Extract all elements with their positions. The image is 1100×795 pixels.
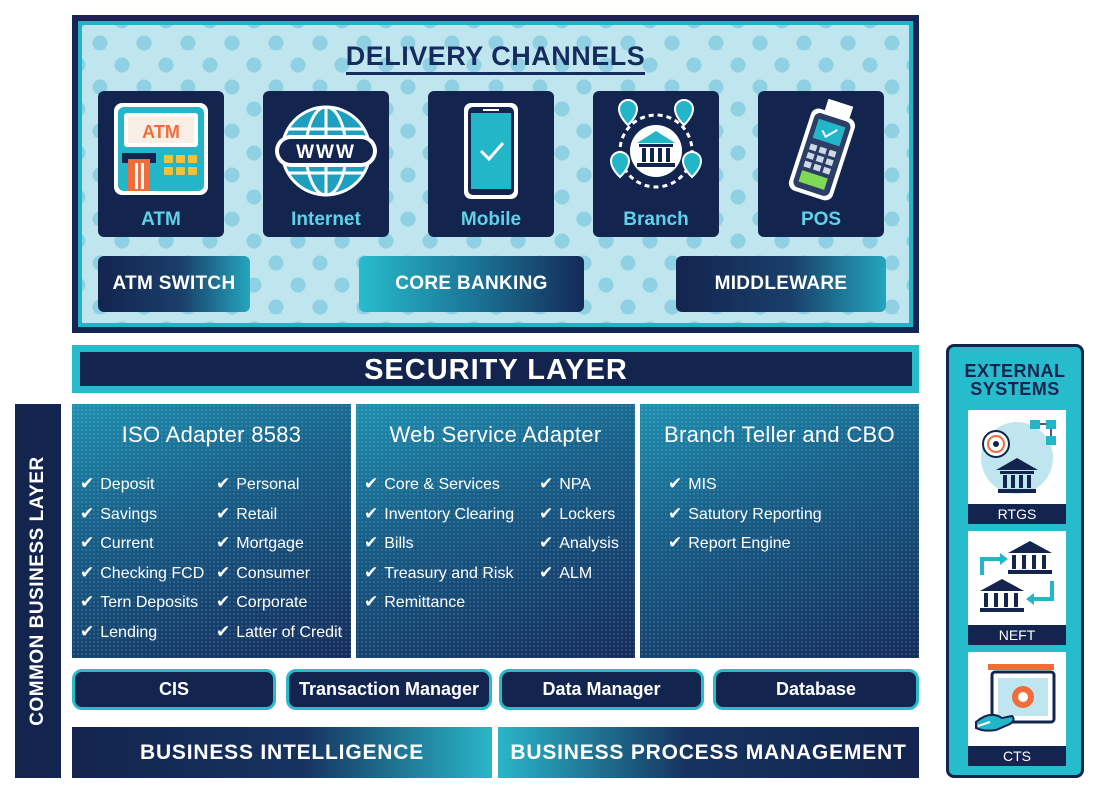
external-systems-panel: EXTERNAL SYSTEMS RTGS — [946, 344, 1084, 778]
list-item: Core & Services — [364, 474, 514, 504]
list-item: Satutory Reporting — [668, 504, 821, 534]
external-systems-title: EXTERNAL SYSTEMS — [964, 361, 1066, 399]
channel-label: Internet — [291, 209, 361, 230]
delivery-channels-panel: DELIVERY CHANNELS ATM ATM — [72, 15, 919, 333]
list-item: Personal — [216, 474, 342, 504]
channel-internet[interactable]: WWW Internet — [263, 91, 389, 237]
pos-terminal-icon — [788, 99, 856, 201]
channel-label: Branch — [623, 209, 689, 230]
middleware-box[interactable]: MIDDLEWARE — [676, 256, 886, 312]
list-item: Report Engine — [668, 533, 822, 563]
data-manager-box[interactable]: Data Manager — [499, 669, 704, 710]
iso-adapter-panel: ISO Adapter 8583 Deposit Savings Current… — [72, 404, 351, 658]
transaction-manager-box[interactable]: Transaction Manager — [286, 669, 492, 710]
list-item: Lockers — [539, 504, 619, 534]
iso-adapter-list-right: Personal Retail Mortgage Consumer Corpor… — [216, 474, 342, 651]
channel-label: ATM — [141, 209, 181, 230]
cis-box[interactable]: CIS — [72, 669, 276, 710]
rtgs-icon — [981, 420, 1056, 494]
external-label: NEFT — [968, 625, 1066, 645]
external-cts[interactable]: CTS — [968, 652, 1066, 766]
channel-label: Mobile — [460, 209, 522, 230]
external-rtgs[interactable]: RTGS — [968, 410, 1066, 524]
list-item: Savings — [80, 504, 204, 534]
web-service-list-left: Core & Services Inventory Clearing Bills… — [364, 474, 514, 622]
delivery-channels-title: DELIVERY CHANNELS — [345, 41, 646, 75]
list-item: Corporate — [216, 592, 342, 622]
channel-atm[interactable]: ATM ATM — [98, 91, 224, 237]
business-process-management-bar[interactable]: BUSINESS PROCESS MANAGEMENT — [498, 727, 919, 778]
channel-label: POS — [800, 209, 842, 230]
branch-teller-panel: Branch Teller and CBO MIS Satutory Repor… — [640, 404, 919, 658]
branch-teller-list: MIS Satutory Reporting Report Engine — [668, 474, 822, 563]
external-label: RTGS — [968, 504, 1066, 524]
mobile-phone-icon — [464, 103, 518, 199]
branch-teller-title: Branch Teller and CBO — [664, 422, 895, 447]
web-service-list-right: NPA Lockers Analysis ALM — [539, 474, 619, 592]
list-item: Retail — [216, 504, 342, 534]
atm-switch-box[interactable]: ATM SWITCH — [98, 256, 250, 312]
list-item: Treasury and Risk — [364, 563, 514, 593]
web-service-adapter-title: Web Service Adapter — [389, 422, 602, 447]
list-item: Current — [80, 533, 204, 563]
database-box[interactable]: Database — [713, 669, 919, 710]
list-item: Deposit — [80, 474, 204, 504]
list-item: Mortgage — [216, 533, 342, 563]
channel-mobile[interactable]: Mobile — [428, 91, 554, 237]
channel-branch[interactable]: Branch — [593, 91, 719, 237]
list-item: Latter of Credit — [216, 622, 342, 652]
list-item: Consumer — [216, 563, 342, 593]
list-item: Analysis — [539, 533, 619, 563]
core-banking-box[interactable]: CORE BANKING — [359, 256, 584, 312]
security-layer: SECURITY LAYER — [80, 352, 912, 386]
common-business-layer-bar: COMMON BUSINESS LAYER — [15, 404, 61, 778]
common-business-layer-label: COMMON BUSINESS LAYER — [27, 456, 48, 726]
internet-screen-text: WWW — [296, 142, 356, 163]
list-item: Inventory Clearing — [364, 504, 514, 534]
external-label: CTS — [968, 746, 1066, 766]
list-item: Checking FCD — [80, 563, 204, 593]
list-item: Lending — [80, 622, 204, 652]
iso-adapter-title: ISO Adapter 8583 — [121, 422, 302, 447]
neft-transfer-icon — [980, 541, 1054, 612]
list-item: NPA — [539, 474, 619, 504]
list-item: Bills — [364, 533, 514, 563]
bank-branch-icon — [609, 99, 703, 189]
atm-screen-text: ATM — [142, 122, 180, 142]
channel-pos[interactable]: POS — [758, 91, 884, 237]
list-item: MIS — [668, 474, 822, 504]
list-item: Remittance — [364, 592, 514, 622]
web-service-adapter-panel: Web Service Adapter Core & Services Inve… — [356, 404, 635, 658]
list-item: Tern Deposits — [80, 592, 204, 622]
iso-adapter-list-left: Deposit Savings Current Checking FCD Ter… — [80, 474, 204, 651]
atm-icon: ATM — [114, 103, 208, 195]
external-neft[interactable]: NEFT — [968, 531, 1066, 645]
list-item: ALM — [539, 563, 619, 593]
cheque-transfer-icon — [975, 664, 1056, 732]
globe-icon: WWW — [275, 105, 377, 197]
business-intelligence-bar[interactable]: BUSINESS INTELLIGENCE — [72, 727, 492, 778]
